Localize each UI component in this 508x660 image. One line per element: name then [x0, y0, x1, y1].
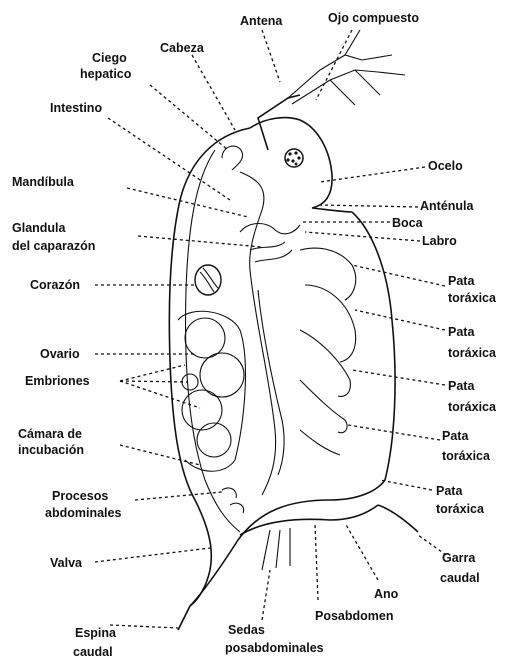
label-pata-3b: toráxica [448, 400, 497, 414]
thoracic-leg-5 [300, 430, 340, 455]
label-pata-5b: toráxica [436, 502, 485, 516]
postabdominal-setae [262, 528, 290, 570]
leader-pata-1 [352, 265, 445, 286]
antenna-branch-2 [292, 70, 378, 104]
label-garra-2: caudal [440, 571, 480, 585]
label-procesos-1: Procesos [52, 489, 108, 503]
label-espina-1: Espina [75, 626, 117, 640]
caudal-claw [378, 505, 418, 532]
label-espina-2: caudal [73, 645, 113, 659]
label-pata-4b: toráxica [442, 449, 491, 463]
antenna-seta-2 [362, 55, 392, 60]
antenna-seta-3 [378, 72, 405, 75]
label-antenula: Anténula [420, 199, 475, 213]
daphnia-body-illustration [169, 30, 418, 630]
carapace-inner [186, 150, 240, 532]
caudal-spine [178, 606, 190, 630]
label-cabeza: Cabeza [160, 41, 205, 55]
embryo-4 [197, 423, 231, 457]
label-ovario: Ovario [40, 347, 80, 361]
leader-ocelo [320, 167, 425, 182]
leader-ciego [150, 85, 228, 150]
leader-camara [120, 445, 200, 465]
abdominal-processes [222, 488, 244, 513]
heart [195, 265, 221, 295]
label-sedas-2: posabdominales [225, 641, 324, 655]
leader-antenula [320, 205, 418, 207]
label-ciego-hepatico-1: Ciego [92, 51, 127, 65]
label-pata-4a: Pata [442, 429, 469, 443]
postabdomen [240, 505, 378, 535]
leader-pata-2 [355, 310, 445, 330]
thoracic-leg-1 [300, 248, 356, 300]
label-camara-1: Cámara de [18, 427, 82, 441]
label-ano: Ano [374, 587, 399, 601]
label-ojo-compuesto: Ojo compuesto [328, 11, 419, 25]
label-corazon: Corazón [30, 278, 80, 292]
label-pata-5a: Pata [436, 484, 463, 498]
leader-procesos [135, 492, 222, 500]
intestine-inner [258, 290, 284, 475]
label-sedas-1: Sedas [228, 623, 265, 637]
label-pata-1a: Pata [448, 274, 475, 288]
labels: Antena Ojo compuesto Cabeza Ciego hepati… [12, 11, 497, 659]
embryo-1 [185, 318, 225, 358]
label-mandibula: Mandíbula [12, 175, 75, 189]
label-antena: Antena [240, 14, 283, 28]
label-valva: Valva [50, 556, 83, 570]
leader-pata-3 [352, 370, 445, 385]
leader-antena [262, 30, 280, 82]
leader-embriones-2 [120, 381, 188, 382]
label-boca: Boca [392, 216, 424, 230]
leader-valva [95, 548, 210, 562]
label-posabdomen: Posabdomen [315, 609, 394, 623]
leader-labro [305, 232, 420, 241]
antenna-seta-1 [345, 30, 360, 55]
label-pata-1b: toráxica [448, 291, 497, 305]
embryo-3 [182, 390, 222, 430]
label-ciego-hepatico-2: hepatico [80, 67, 132, 81]
carapace-outline [169, 128, 250, 606]
label-pata-2b: toráxica [448, 346, 497, 360]
leader-posabdomen [315, 525, 318, 600]
mouth-parts [240, 224, 300, 263]
label-camara-2: incubación [18, 443, 84, 457]
leader-sedas [262, 570, 270, 620]
thoracic-leg-2 [305, 285, 356, 362]
head-outline [250, 118, 352, 212]
leader-embriones-1 [120, 365, 185, 381]
label-labro: Labro [422, 234, 457, 248]
label-pata-2a: Pata [448, 325, 475, 339]
label-ocelo: Ocelo [428, 159, 463, 173]
label-garra-1: Garra [442, 551, 476, 565]
hepatic-caecum [222, 146, 243, 170]
leader-intestino [108, 118, 230, 200]
leader-pata-5 [380, 480, 432, 490]
leader-ojo-compuesto [316, 30, 352, 100]
leader-ano [345, 523, 378, 580]
leader-cabeza [192, 55, 235, 130]
antenna-seta-5 [330, 80, 355, 105]
label-glandula-2: del caparazón [12, 239, 95, 253]
leader-espina [110, 625, 178, 628]
label-procesos-2: abdominales [45, 506, 121, 520]
antenna-branch-1 [288, 55, 362, 98]
label-pata-3a: Pata [448, 379, 475, 393]
leader-mandibula [127, 188, 248, 217]
antenna-seta-4 [355, 70, 380, 95]
label-embriones: Embriones [25, 374, 90, 388]
thoracic-leg-3 [300, 330, 350, 396]
label-glandula-1: Glandula [12, 221, 67, 235]
label-intestino: Intestino [50, 101, 102, 115]
intestine [240, 172, 276, 495]
carapace-back [190, 212, 395, 606]
leader-glandula [138, 236, 262, 247]
thoracic-leg-4 [300, 380, 347, 433]
embryo-5 [182, 374, 198, 390]
